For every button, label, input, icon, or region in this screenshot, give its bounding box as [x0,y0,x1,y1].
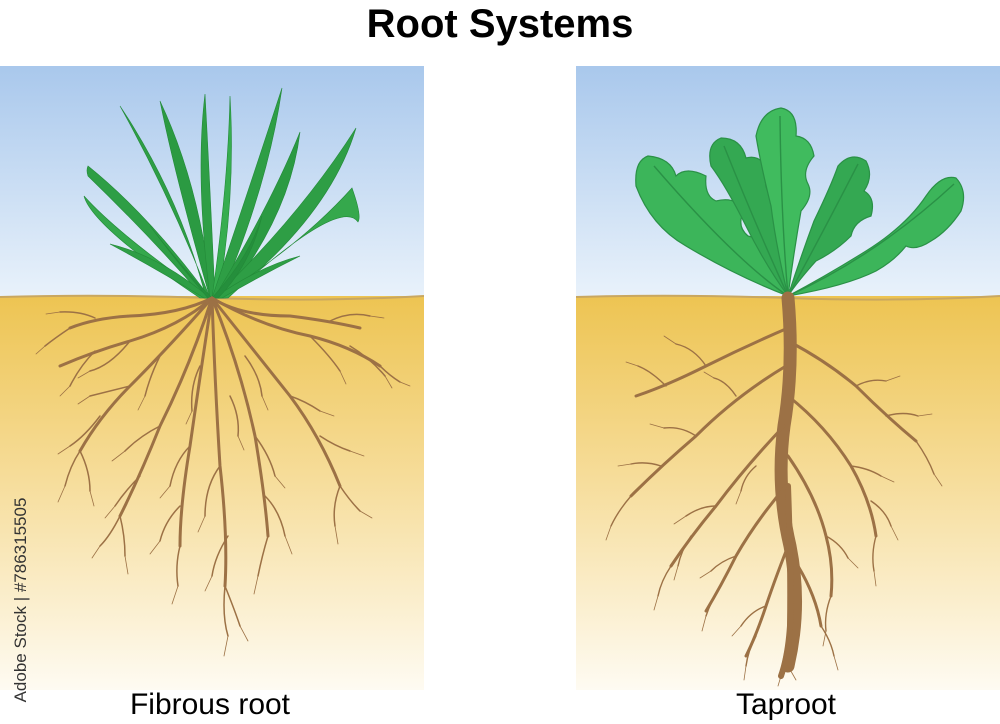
main-taproot [774,291,802,673]
leafy-plant [635,107,965,298]
taproot-roots [605,291,943,687]
image-credit-text: Adobe Stock | #786315505 [11,497,30,703]
grass-plant [83,87,360,299]
fibrous-root-illustration [0,66,424,690]
taproot-panel [576,66,1000,690]
taproot-illustration [576,66,1000,690]
taproot-caption: Taproot [735,688,837,721]
fibrous-roots [35,296,411,657]
fibrous-root-panel [0,66,424,690]
fibrous-root-caption: Fibrous root [129,688,291,721]
image-credit: Adobe Stock | #786315505 [2,480,40,720]
diagram-title: Root Systems [366,2,634,46]
